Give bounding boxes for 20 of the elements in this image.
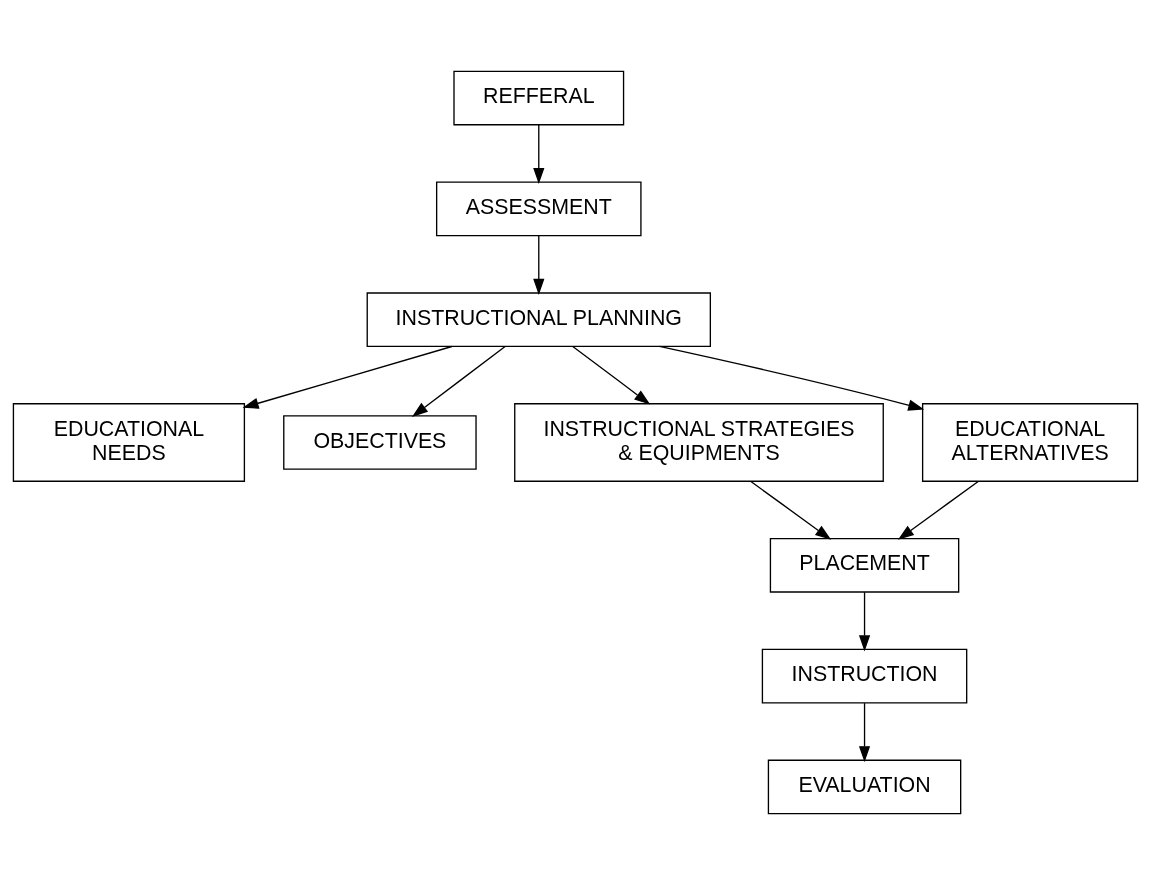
arrow [897,480,979,540]
arrow [658,345,925,411]
arrow [411,345,506,417]
node-box: PLACEMENT [769,537,960,593]
arrow [858,591,871,651]
node-box: EDUCATIONAL ALTERNATIVES [921,402,1139,482]
node-box: INSTRUCTIONAL PLANNING [366,291,711,347]
arrow [533,234,545,295]
node-box: INSTRUCTION [761,648,968,703]
node-box: OBJECTIVES [283,414,477,470]
arrow [858,701,871,762]
arrow [572,345,651,405]
node-box: REFFERAL [453,70,625,125]
arrow [242,345,453,409]
node-box: EDUCATIONAL NEEDS [12,402,246,482]
node-box: INSTRUCTIONAL STRATEGIES & EQUIPMENTS [514,402,884,482]
arrow [533,123,545,184]
node-box: EVALUATION [767,759,962,814]
node-box: ASSESSMENT [435,181,642,236]
arrow [750,480,832,540]
